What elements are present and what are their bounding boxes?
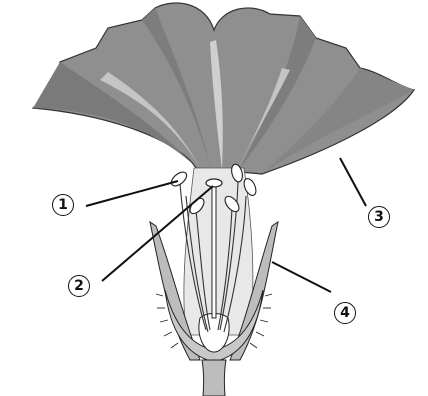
style xyxy=(212,186,216,318)
callout-2: 2 xyxy=(68,275,90,297)
pedicel xyxy=(202,360,226,396)
leader-line-1 xyxy=(86,181,178,206)
callout-4-label: 4 xyxy=(340,306,350,320)
callout-2-label: 2 xyxy=(74,279,84,293)
callout-3-label: 3 xyxy=(374,210,384,224)
leader-line-4 xyxy=(272,262,331,292)
leader-line-3 xyxy=(340,158,366,206)
callout-1-label: 1 xyxy=(58,198,68,212)
callout-4: 4 xyxy=(334,302,356,324)
callout-3: 3 xyxy=(368,206,390,228)
callout-1: 1 xyxy=(52,194,74,216)
corolla-tube xyxy=(184,168,253,335)
stigma xyxy=(206,179,222,187)
